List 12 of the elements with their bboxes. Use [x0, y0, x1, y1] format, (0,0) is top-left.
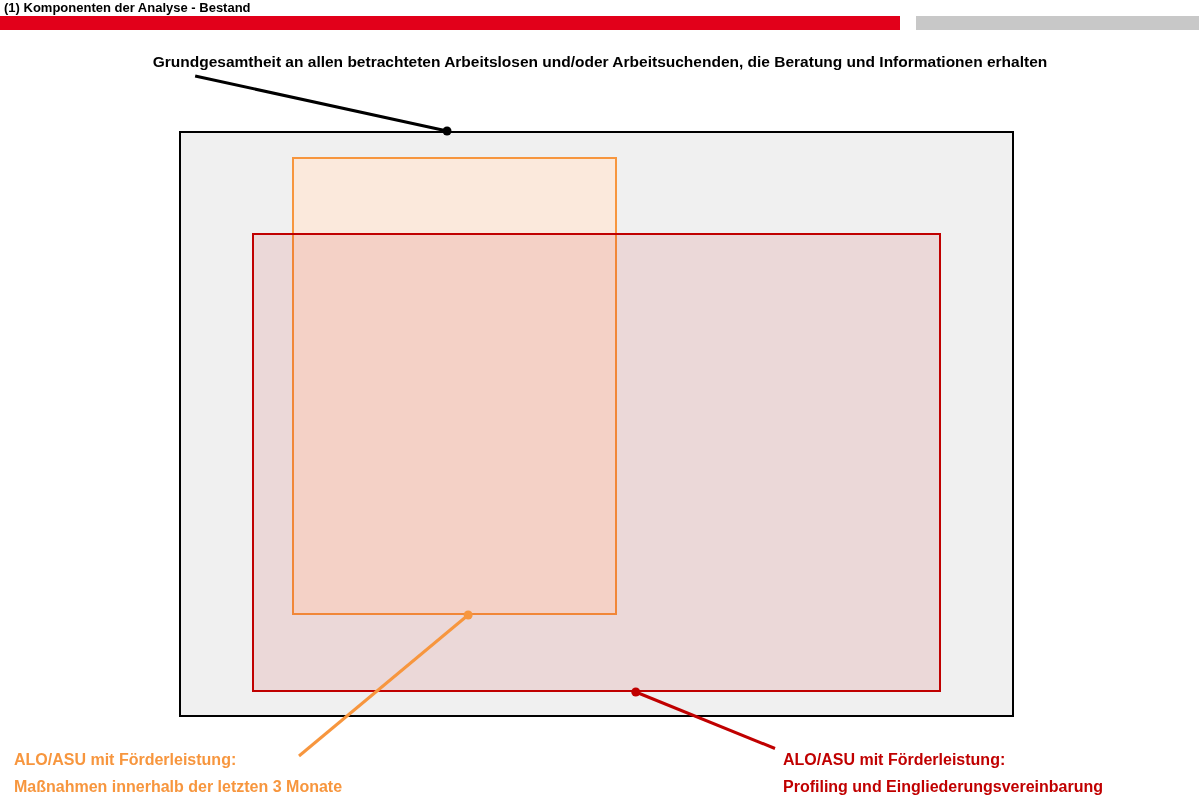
label-text: ALO/ASU mit Förderleistung: [783, 751, 1006, 768]
measures-box [292, 157, 617, 615]
label-text: Grundgesamtheit an allen betrachteten Arbeitslosen und/oder Arbeitsuchenden, die Beratung und Informationen erhalten [152, 53, 1048, 70]
label-text: Maßnahmen innerhalb der letzten 3 Monate [14, 778, 343, 795]
leader-line [298, 610, 473, 758]
population-box [179, 131, 1014, 717]
label-text: ALO/ASU mit Förderleistung: [14, 751, 237, 768]
profiling-box [252, 233, 941, 692]
label-text: Profiling und Eingliederungsvereinbarung [783, 778, 1104, 795]
page-title: (1) Komponenten der Analyse - Bestand [4, 0, 251, 15]
leader-line [194, 74, 452, 136]
leader-line [631, 687, 776, 750]
